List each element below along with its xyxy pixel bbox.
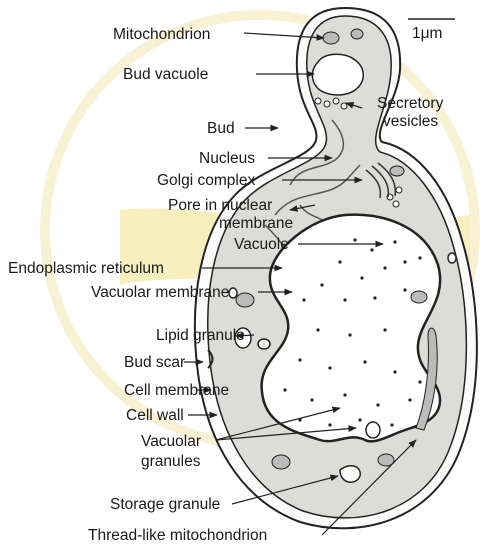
label-vacuolar-granules-line1: Vacuolar bbox=[141, 433, 201, 450]
label-cell-membrane: Cell membrane bbox=[124, 382, 229, 399]
bud-mitochondrion bbox=[323, 32, 339, 44]
label-thread-like-mitochondrion: Thread-like mitochondrion bbox=[88, 527, 267, 544]
label-cell-wall: Cell wall bbox=[126, 407, 184, 424]
label-pore-line2: membrane bbox=[219, 215, 293, 232]
label-vacuole: Vacuole bbox=[234, 236, 289, 253]
storage-granule bbox=[340, 466, 360, 483]
bud-vacuole bbox=[312, 54, 363, 95]
label-golgi-complex: Golgi complex bbox=[157, 172, 255, 189]
scale-bar-label: 1μm bbox=[412, 25, 442, 42]
label-bud-vacuole: Bud vacuole bbox=[123, 66, 208, 83]
label-vacuolar-membrane: Vacuolar membrane bbox=[91, 284, 229, 301]
label-bud: Bud bbox=[207, 120, 235, 137]
label-endoplasmic-reticulum: Endoplasmic reticulum bbox=[8, 260, 164, 277]
label-nucleus: Nucleus bbox=[199, 150, 255, 167]
label-mitochondrion: Mitochondrion bbox=[113, 26, 210, 43]
label-bud-scar: Bud scar bbox=[124, 354, 185, 371]
label-pore-line1: Pore in nuclear bbox=[168, 197, 272, 214]
label-vacuolar-granules-line2: granules bbox=[141, 453, 201, 470]
label-vesicles: vesicles bbox=[383, 113, 438, 130]
label-lipid-granule: Lipid granule bbox=[156, 327, 245, 344]
label-secretory: Secretory bbox=[377, 95, 444, 112]
label-storage-granule: Storage granule bbox=[110, 496, 220, 513]
